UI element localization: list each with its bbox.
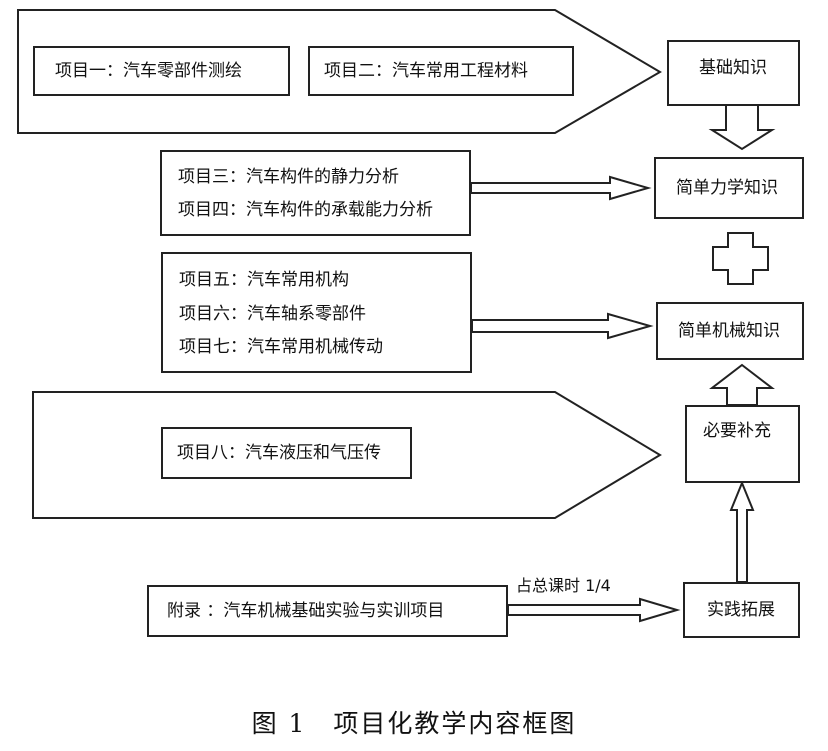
arrow-to-mechanics <box>470 175 652 201</box>
basic-knowledge-label: 基础知识 <box>699 58 767 78</box>
appendix-label: 附录 ：汽车机械基础实验与实训项目 <box>167 601 445 621</box>
down-arrow <box>708 104 776 151</box>
project-6-label: 项目六：汽车轴系零部件 <box>179 304 366 324</box>
project-5-label: 项目五：汽车常用机构 <box>179 270 349 290</box>
machinery-knowledge-label: 简单机械知识 <box>678 321 780 341</box>
plus-sign <box>712 232 769 285</box>
figure-caption: 图 1 项目化教学内容框图 <box>251 709 577 738</box>
project-7-label: 项目七：汽车常用机械传动 <box>179 337 383 357</box>
arrow-to-supplement <box>729 480 755 583</box>
mechanics-knowledge-label: 简单力学知识 <box>676 178 778 198</box>
project-1-box: 项目一：汽车零部件测绘 <box>33 46 290 96</box>
project-4-label: 项目四：汽车构件的承载能力分析 <box>178 200 433 220</box>
project-2-box: 项目二：汽车常用工程材料 <box>308 46 574 96</box>
project-2-label: 项目二：汽车常用工程材料 <box>324 61 528 81</box>
project-1-label: 项目一：汽车零部件测绘 <box>55 61 242 81</box>
arrow-to-practice <box>507 597 681 623</box>
practice-label: 实践拓展 <box>707 600 775 620</box>
up-arrow <box>709 363 775 406</box>
basic-knowledge-box: 基础知识 <box>667 40 800 106</box>
practice-box: 实践拓展 <box>683 582 800 638</box>
appendix-box: 附录 ：汽车机械基础实验与实训项目 <box>147 585 508 637</box>
project-3-label: 项目三：汽车构件的静力分析 <box>178 167 399 187</box>
project-8-box: 项目八：汽车液压和气压传 <box>161 427 412 479</box>
supplement-box: 必要补充 <box>685 405 800 483</box>
arrow-to-machinery <box>471 312 654 340</box>
mechanics-knowledge-box: 简单力学知识 <box>654 157 804 219</box>
machinery-knowledge-box: 简单机械知识 <box>656 302 804 360</box>
project-8-label: 项目八：汽车液压和气压传 <box>177 443 381 463</box>
class-hours-label: 占总课时 1/4 <box>516 576 611 595</box>
supplement-label: 必要补充 <box>703 421 771 441</box>
project-3-4-box: 项目三：汽车构件的静力分析 项目四：汽车构件的承载能力分析 <box>160 150 471 236</box>
project-5-7-box: 项目五：汽车常用机构 项目六：汽车轴系零部件 项目七：汽车常用机械传动 <box>161 252 472 373</box>
